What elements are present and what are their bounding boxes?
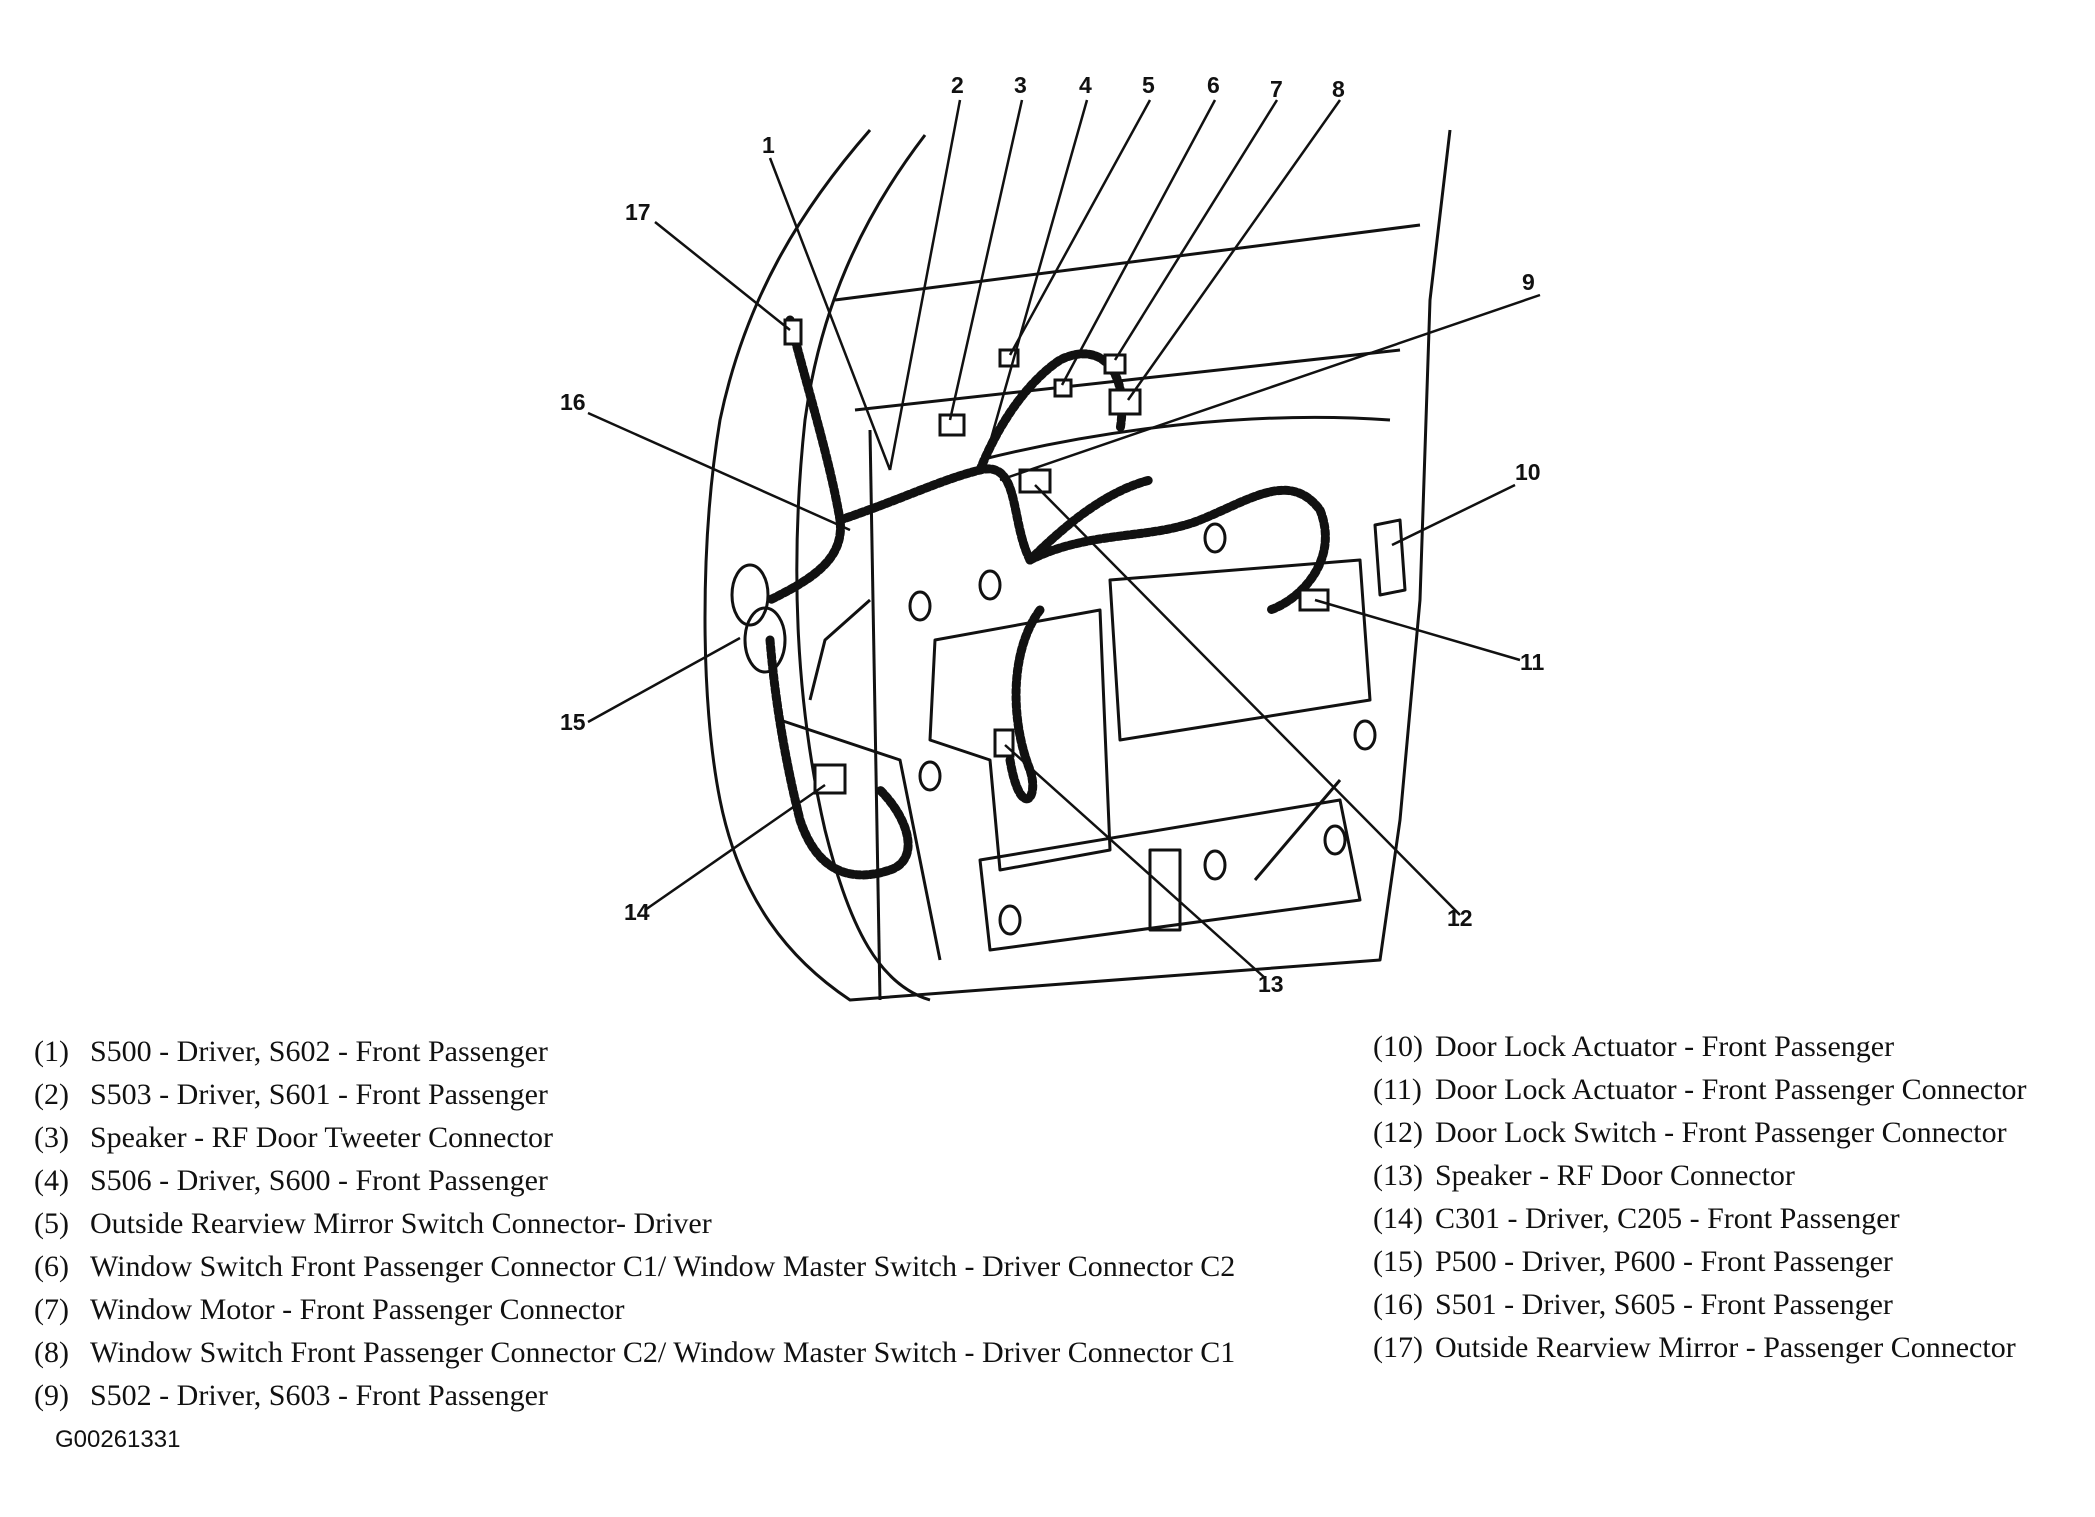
legend-item-16: (16)S501 - Driver, S605 - Front Passenge… bbox=[1373, 1288, 1893, 1321]
callout-8: 8 bbox=[1332, 76, 1345, 102]
legend-item-17: (17)Outside Rearview Mirror - Passenger … bbox=[1373, 1331, 2016, 1364]
legend-item-14: (14)C301 - Driver, C205 - Front Passenge… bbox=[1373, 1202, 1900, 1235]
tweeter-connector bbox=[938, 413, 966, 437]
door-harness-diagram: 1 2 3 4 5 6 7 8 9 10 11 12 13 14 15 16 1… bbox=[560, 72, 1545, 1002]
legend-item-11: (11)Door Lock Actuator - Front Passenger… bbox=[1373, 1073, 2027, 1106]
legend-item-15: (15)P500 - Driver, P600 - Front Passenge… bbox=[1373, 1245, 1893, 1278]
window-switch-c1 bbox=[1053, 378, 1073, 398]
legend-item-8: (8)Window Switch Front Passenger Connect… bbox=[34, 1336, 1236, 1369]
callout-15: 15 bbox=[560, 709, 586, 735]
legend-item-9: (9)S502 - Driver, S603 - Front Passenger bbox=[34, 1379, 548, 1412]
callout-1: 1 bbox=[762, 132, 775, 158]
callout-2: 2 bbox=[951, 72, 964, 98]
callout-4: 4 bbox=[1079, 72, 1092, 98]
callout-labels: 1 2 3 4 5 6 7 8 9 10 11 12 13 14 15 16 1… bbox=[560, 72, 1545, 997]
legend-item-13: (13)Speaker - RF Door Connector bbox=[1373, 1159, 1795, 1192]
legend-item-2: (2)S503 - Driver, S601 - Front Passenger bbox=[34, 1078, 548, 1111]
wiring-harness bbox=[765, 315, 1330, 880]
legend-item-6: (6)Window Switch Front Passenger Connect… bbox=[34, 1250, 1236, 1283]
callout-16: 16 bbox=[560, 389, 586, 415]
figure-id: G00261331 bbox=[55, 1426, 181, 1453]
callout-7: 7 bbox=[1270, 76, 1283, 102]
legend-item-10: (10)Door Lock Actuator - Front Passenger bbox=[1373, 1030, 1895, 1063]
leader-lines bbox=[587, 99, 1541, 979]
legend-left: (1)S500 - Driver, S602 - Front Passenger… bbox=[34, 1030, 1235, 1417]
legend-item-12: (12)Door Lock Switch - Front Passenger C… bbox=[1373, 1116, 2007, 1149]
callout-12: 12 bbox=[1447, 905, 1473, 931]
legend-item-7: (7)Window Motor - Front Passenger Connec… bbox=[34, 1293, 625, 1326]
door-lock-actuator-connector bbox=[1298, 588, 1330, 612]
door-outline bbox=[703, 129, 1452, 1002]
door-lock-switch-connector bbox=[1018, 468, 1052, 494]
callout-9: 9 bbox=[1522, 269, 1535, 295]
legend-item-1: (1)S500 - Driver, S602 - Front Passenger bbox=[34, 1035, 548, 1068]
callout-10: 10 bbox=[1515, 459, 1541, 485]
callout-6: 6 bbox=[1207, 72, 1220, 98]
mirror-connector bbox=[783, 318, 803, 346]
callout-3: 3 bbox=[1014, 72, 1027, 98]
callout-13: 13 bbox=[1258, 971, 1284, 997]
window-switch-c2 bbox=[1108, 388, 1142, 416]
legend-right: (10)Door Lock Actuator - Front Passenger… bbox=[1373, 1025, 2027, 1369]
callout-11: 11 bbox=[1520, 649, 1545, 675]
callout-17: 17 bbox=[625, 199, 651, 225]
callout-14: 14 bbox=[624, 899, 650, 925]
connectors bbox=[783, 318, 1330, 795]
legend-item-4: (4)S506 - Driver, S600 - Front Passenger bbox=[34, 1164, 548, 1197]
legend-item-5: (5)Outside Rearview Mirror Switch Connec… bbox=[34, 1207, 712, 1240]
speaker-connector bbox=[993, 728, 1015, 758]
callout-5: 5 bbox=[1142, 72, 1155, 98]
legend-item-3: (3)Speaker - RF Door Tweeter Connector bbox=[34, 1121, 554, 1154]
window-motor-connector bbox=[1103, 353, 1127, 375]
